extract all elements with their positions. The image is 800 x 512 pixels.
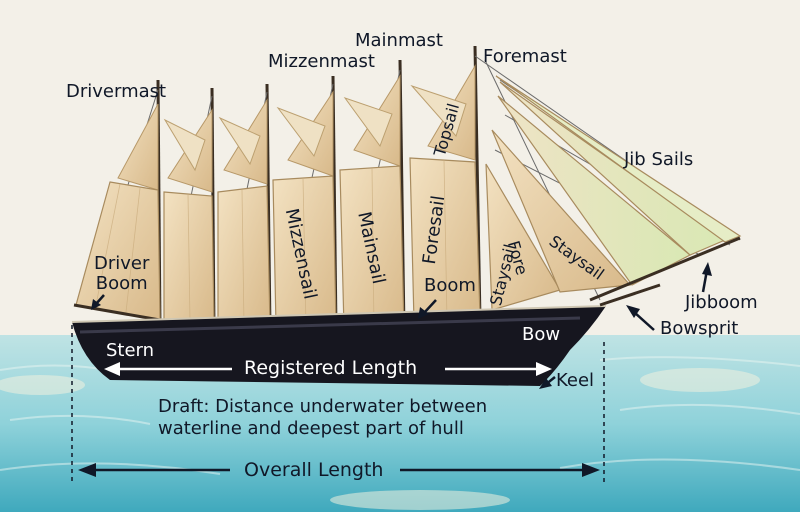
draft-line-1: Draft: Distance underwater between [158, 396, 488, 417]
label-driver-boom-word: Boom [95, 273, 148, 294]
label-driver-boom: Driver Boom [94, 254, 149, 294]
label-overall-length: Overall Length [244, 459, 384, 481]
label-boom: Boom [424, 275, 476, 296]
label-bowsprit: Bowsprit [660, 318, 739, 339]
draft-line-2: waterline and deepest part of hull [158, 418, 464, 439]
bowsprit-spars [589, 236, 741, 307]
length-markers [71, 325, 605, 484]
label-keel: Keel [556, 370, 595, 391]
registered-length-arrow [104, 362, 552, 376]
label-registered-length: Registered Length [244, 357, 418, 379]
label-drivermast: Drivermast [66, 81, 167, 102]
label-foremast: Foremast [483, 46, 567, 67]
head-sails [485, 75, 742, 311]
label-mizzenmast: Mizzenmast [268, 51, 375, 72]
jib-3 [495, 75, 742, 243]
staysail-shape [491, 129, 632, 293]
overall-length-arrow [78, 463, 600, 477]
pointer-arrows [91, 262, 712, 389]
label-mainmast: Mainmast [355, 30, 443, 51]
hull [72, 306, 606, 386]
sea-foam [0, 368, 760, 510]
topsails-back [163, 84, 467, 172]
foresail-shape [409, 157, 481, 323]
label-jibboom: Jibboom [685, 292, 758, 313]
draft-description: Draft: Distance underwater between water… [158, 396, 487, 440]
label-bow: Bow [522, 324, 561, 345]
sail-seams [95, 159, 448, 329]
hull-rail [71, 305, 607, 323]
label-jib-sails: Jib Sails [624, 149, 694, 170]
label-driver: Driver [94, 253, 150, 274]
label-stern: Stern [106, 340, 155, 361]
hull-highlight [79, 316, 581, 334]
fore-staysail-shape [485, 163, 561, 311]
